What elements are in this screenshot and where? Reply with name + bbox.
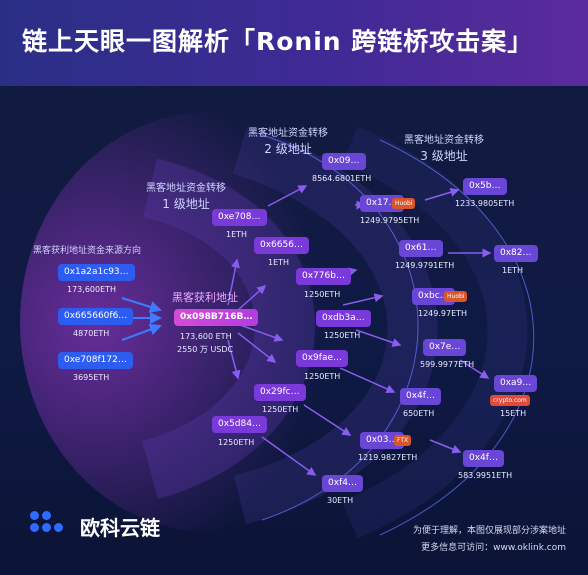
level3-address[interactable]: 0xa9… [494, 375, 538, 392]
level3-address[interactable]: 0x4f… [463, 450, 504, 467]
level2-title: 黑客地址资金转移 [248, 128, 328, 139]
level1-amount: 1250ETH [304, 372, 341, 381]
exchange-tag-huobi: Huobi [392, 198, 416, 209]
level3-title: 黑客地址资金转移 [404, 135, 484, 146]
level3-label: 黑客地址资金转移 3 级地址 [404, 131, 484, 164]
level2-amount: 1249.9791ETH [395, 261, 455, 270]
level2-amount: 599.9977ETH [420, 360, 475, 369]
brand-name: 欧科云链 [80, 516, 160, 540]
level3-name: 3 级地址 [420, 149, 468, 163]
level2-address[interactable]: 0x03… [360, 432, 404, 449]
level2-amount: 8564.6801ETH [312, 174, 372, 183]
source-amount: 173,600ETH [67, 285, 117, 294]
level2-amount: 1249.9795ETH [360, 216, 420, 225]
level3-amount: 583.9951ETH [458, 471, 513, 480]
level2-amount: 30ETH [327, 496, 354, 505]
level3-address[interactable]: 0x82… [494, 245, 538, 262]
level1-amount: 1250ETH [262, 405, 299, 414]
level3-amount: 1ETH [502, 266, 524, 275]
source-address[interactable]: 0xe708f172… [58, 352, 133, 369]
level1-amount: 1250ETH [304, 290, 341, 299]
level1-address[interactable]: 0xdb3a… [316, 310, 371, 327]
footer-link[interactable]: 更多信息可访问：www.oklink.com [421, 543, 566, 553]
level2-address[interactable]: 0x61… [399, 240, 443, 257]
level2-address[interactable]: 0x7e… [423, 339, 467, 356]
page-title: 链上天眼一图解析「Ronin 跨链桥攻击案」 [22, 27, 534, 56]
level1-address[interactable]: 0x5d84… [212, 416, 267, 433]
level1-title: 黑客地址资金转移 [146, 183, 226, 194]
source-amount: 3695ETH [73, 373, 110, 382]
level1-address[interactable]: 0x29fc… [254, 384, 306, 401]
source-amount: 4870ETH [73, 329, 110, 338]
footer-note: 为便于理解，本图仅展现部分涉案地址 [412, 526, 566, 536]
level1-address[interactable]: 0x6656… [254, 237, 309, 254]
level2-name: 2 级地址 [264, 142, 312, 156]
source-address[interactable]: 0x665660f6… [58, 308, 134, 325]
level1-address[interactable]: 0x9fae… [296, 350, 348, 367]
level1-address[interactable]: 0xe708… [212, 209, 267, 226]
hacker-address[interactable]: 0x098B716B… [174, 309, 259, 326]
level2-address[interactable]: 0xf4… [322, 475, 363, 492]
source-heading: 黑客获利地址资金来源方向 [33, 246, 142, 256]
level1-amount: 1250ETH [324, 331, 361, 340]
level1-address[interactable]: 0x776b… [296, 268, 351, 285]
hacker-amount-eth: 173,600 ETH [180, 332, 232, 341]
level3-amount: 15ETH [500, 409, 527, 418]
hacker-heading: 黑客获利地址 [172, 291, 238, 304]
level1-label: 黑客地址资金转移 1 级地址 [146, 179, 226, 212]
exchange-tag-ftx: FTX [394, 435, 412, 446]
level2-label: 黑客地址资金转移 2 级地址 [248, 124, 328, 157]
level2-amount: 1249.97ETH [418, 309, 468, 318]
exchange-tag-crypto-com: crypto.com [490, 395, 530, 406]
header-banner: 链上天眼一图解析「Ronin 跨链桥攻击案」 [0, 0, 588, 86]
hacker-amount-usdc: 2550 万 USDC [177, 345, 234, 354]
level1-amount: 1ETH [268, 258, 290, 267]
level1-amount: 1250ETH [218, 438, 255, 447]
level1-name: 1 级地址 [162, 197, 210, 211]
level3-amount: 1233.9805ETH [455, 199, 515, 208]
level2-amount: 1219.9827ETH [358, 453, 418, 462]
exchange-tag-huobi: Huobi [444, 291, 468, 302]
level1-amount: 1ETH [226, 230, 248, 239]
level2-address[interactable]: 0x09… [322, 153, 366, 170]
source-address[interactable]: 0x1a2a1c93… [58, 264, 135, 281]
level2-amount: 650ETH [403, 409, 435, 418]
level3-address[interactable]: 0x5b… [463, 178, 507, 195]
level2-address[interactable]: 0x4f… [400, 388, 441, 405]
